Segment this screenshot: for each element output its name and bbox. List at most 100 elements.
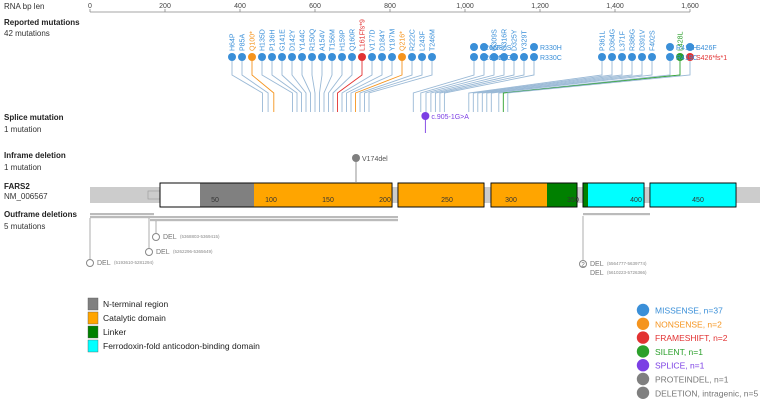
domain-segment [200, 183, 254, 207]
protein-tick-label: 200 [379, 197, 391, 204]
mutation-stem [502, 61, 681, 112]
mutation-stem [481, 61, 633, 112]
deletion-head [86, 259, 94, 267]
deletion-head [579, 260, 587, 268]
mutation-stem [281, 61, 302, 112]
domain-segment [583, 183, 588, 207]
mutation-stem [355, 61, 403, 112]
reported-title: Reported mutations [4, 18, 80, 27]
mutation-stem [350, 61, 393, 112]
axis-tick-label: 200 [159, 3, 171, 10]
mutation-stem [472, 61, 613, 112]
mutation-head [268, 53, 276, 61]
protein-tick-label: 150 [322, 197, 334, 204]
mutation-head [238, 53, 246, 61]
mutation-stem [251, 61, 275, 112]
axis-tick-label: 400 [234, 3, 246, 10]
mutation-label: N280S [490, 45, 512, 52]
mutation-label: T246M [430, 29, 437, 51]
type-legend-label: PROTEINDEL, n=1 [655, 375, 729, 385]
deletion-bar [150, 219, 398, 222]
mutation-label: Y329T [522, 30, 529, 51]
mutation-head [628, 53, 636, 61]
mutation-label: R419H [676, 45, 698, 52]
mutation-label: D142Y [290, 29, 297, 51]
protein-tick-label: 300 [505, 197, 517, 204]
mutation-head [676, 53, 684, 61]
type-legend-label: MISSENSE, n=37 [655, 306, 723, 316]
mutation-head [666, 53, 674, 61]
mutation-label: D391V [640, 29, 647, 51]
mutation-label: G309S [492, 29, 499, 51]
mutation-stem [498, 61, 671, 112]
mutation-label: R150Q [310, 28, 317, 51]
mutation-label: D184Y [380, 29, 387, 51]
mutation-label: Y144C [300, 30, 307, 51]
mutation-stem [364, 61, 423, 112]
mutation-head [510, 53, 518, 61]
domain-segment [547, 183, 577, 207]
mutation-stem [468, 61, 603, 112]
mutation-head [638, 53, 646, 61]
mutation-head [428, 53, 436, 61]
mutation-head [470, 43, 478, 51]
axis-tick-label: 600 [309, 3, 321, 10]
mutation-label: L428L [678, 31, 685, 51]
type-legend-dot [636, 303, 650, 317]
mutation-stem [332, 61, 353, 112]
mutation-stem [291, 61, 307, 112]
axis-tick-label: 1,200 [531, 3, 549, 10]
mutation-stem [490, 61, 653, 112]
mutation-label: L243F [420, 31, 427, 51]
mutation-head [288, 53, 296, 61]
splice-label: c.905-1G>A [431, 114, 469, 121]
mutation-label: Q216* [400, 31, 407, 51]
mutation-head [520, 53, 528, 61]
mutation-stem [443, 61, 535, 112]
mutation-label: P85A [240, 34, 247, 51]
mutation-head [480, 53, 488, 61]
mutation-head [608, 53, 616, 61]
domain-legend-swatch [87, 297, 99, 311]
inframe-deletion-layer: V174del [352, 154, 388, 182]
mutation-stem [430, 61, 505, 112]
deletion-coords: (5610223-5726366) [607, 270, 647, 275]
reported-mutation-heads [228, 43, 694, 61]
domain-segment [398, 183, 484, 207]
mutation-head [686, 43, 694, 51]
protein-tick-label: 250 [441, 197, 453, 204]
mutation-stem [323, 61, 333, 112]
mutation-label: S426F [696, 45, 717, 52]
type-legend-label: DELETION, intragenic, n=5 [655, 388, 759, 398]
type-legend-label: SPLICE, n=1 [655, 361, 705, 371]
mutation-head [318, 53, 326, 61]
mutation-label: G316R [502, 29, 509, 51]
deletion-label: DEL [590, 261, 604, 268]
mutation-stem [420, 61, 485, 112]
mutation-head [298, 53, 306, 61]
protein-tick-label: 400 [630, 197, 642, 204]
domain-segment [254, 183, 392, 207]
mutation-stem [319, 61, 323, 112]
reported-mutation-stems [231, 61, 691, 112]
domain-legend-label: N-terminal region [103, 299, 168, 309]
mutation-label: R330C [540, 55, 562, 62]
inframe-head [352, 154, 360, 162]
mutation-head [278, 53, 286, 61]
mutation-stem [341, 61, 373, 112]
outframe-deletion-layer: DEL(5193610-5281294)DEL(5262296-5365649)… [86, 213, 650, 277]
mutation-label: V177D [370, 30, 377, 51]
mutation-head [530, 53, 538, 61]
mutation-label: H64P [230, 33, 237, 51]
protein-tick-label: 50 [211, 197, 219, 204]
domain-legend-swatch [87, 339, 99, 353]
type-legend-label: NONSENSE, n=2 [655, 319, 722, 329]
axis-tick-label: 1,400 [606, 3, 624, 10]
deletion-coords: (5193610-5281294) [114, 260, 154, 265]
deletion-bar [90, 216, 398, 219]
axis-tick-label: 1,000 [456, 3, 474, 10]
mutation-stem [477, 61, 623, 112]
type-legend-label: FRAMESHIFT, n=2 [655, 333, 728, 343]
inframe-title: Inframe deletion [4, 151, 66, 160]
